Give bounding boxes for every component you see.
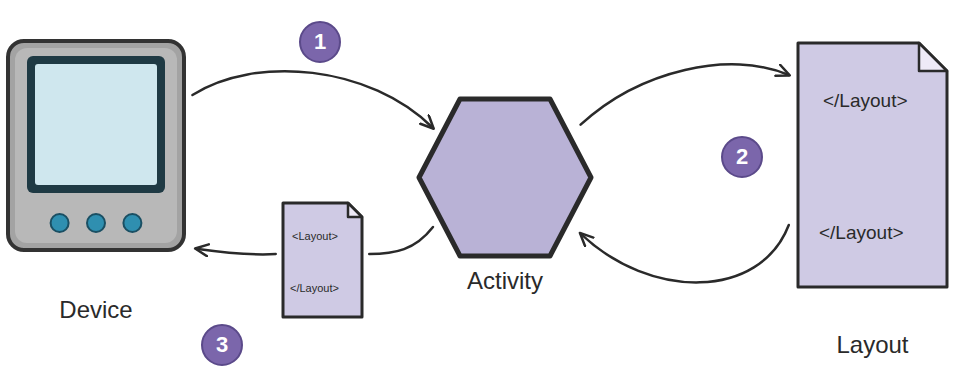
hexagon-outline <box>419 99 591 256</box>
layout-label: Layout <box>795 331 950 359</box>
activity-hexagon: Activity <box>415 95 595 260</box>
device-button <box>51 214 69 232</box>
device-button <box>123 214 141 232</box>
layout-document-shape <box>795 40 950 290</box>
flow-arrow <box>581 64 789 124</box>
device-body <box>8 41 184 250</box>
callout-number: 1 <box>299 21 341 63</box>
device-illustration-shape <box>5 38 187 253</box>
device-illustration: Device <box>5 38 187 253</box>
document-fold <box>348 203 362 217</box>
device-label: Device <box>5 296 187 324</box>
document-outline <box>283 203 362 317</box>
layout-tag: <Layout> <box>292 230 338 243</box>
flow-arrow <box>581 225 789 282</box>
layout-tag: </Layout> <box>819 222 904 244</box>
flow-arrow <box>369 227 433 254</box>
callout-number: 2 <box>721 136 763 178</box>
device-button <box>87 214 105 232</box>
layout-document-small-shape <box>280 200 365 320</box>
device-highlight <box>15 48 177 243</box>
device-screen-frame <box>27 56 165 193</box>
callout-number: 3 <box>201 324 243 366</box>
layout-tag: </Layout> <box>823 90 908 112</box>
flow-arrow <box>192 71 433 128</box>
flow-arrow <box>196 249 276 255</box>
device-screen <box>35 64 157 185</box>
document-outline <box>798 43 947 287</box>
layout-tag: </Layout> <box>290 282 339 295</box>
layout-document-small: <Layout> </Layout> <box>280 200 365 320</box>
activity-hexagon-shape <box>415 95 595 260</box>
activity-label: Activity <box>415 267 595 295</box>
document-fold <box>919 43 947 71</box>
layout-document: </Layout></Layout>Layout <box>795 40 950 290</box>
